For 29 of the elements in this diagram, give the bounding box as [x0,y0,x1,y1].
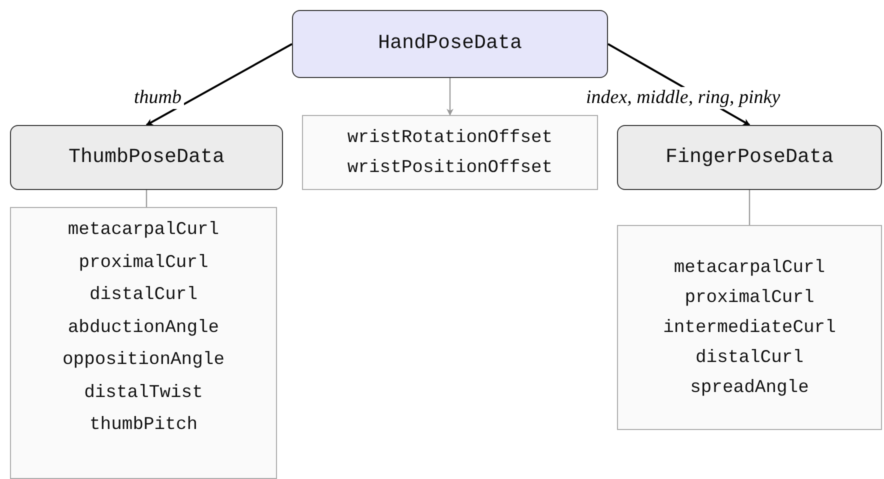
field-name: thumbPitch [89,414,198,437]
connector-line [146,190,148,207]
arrow [146,43,292,126]
field-name: intermediateCurl [663,316,836,340]
field-name: proximalCurl [78,252,208,274]
field-name: distalCurl [89,284,198,307]
field-list-box [302,115,598,190]
class-name: ThumbPoseData [68,144,225,170]
field-name: metacarpalCurl [674,256,826,280]
class-name: FingerPoseData [665,144,834,170]
field-name: oppositionAngle [62,349,225,372]
field-list-box [10,207,277,479]
field-name: wristRotationOffset [347,126,553,150]
class-name: HandPoseData [378,31,522,57]
field-name: distalCurl [695,346,804,370]
field-name: spreadAngle [690,376,809,400]
arrow [446,78,454,116]
field-name: metacarpalCurl [68,219,220,242]
connector-line [748,190,750,225]
class-box [10,125,283,190]
class-box [617,125,882,190]
field-name: distalTwist [84,382,203,404]
edge-label: index, middle, ring, pinky [584,87,782,109]
edge-label: thumb [132,87,184,109]
class-box [292,10,608,78]
field-name: abductionAngle [68,316,220,340]
field-name: proximalCurl [684,286,814,310]
field-list-box [617,225,882,430]
field-name: wristPositionOffset [347,156,553,180]
